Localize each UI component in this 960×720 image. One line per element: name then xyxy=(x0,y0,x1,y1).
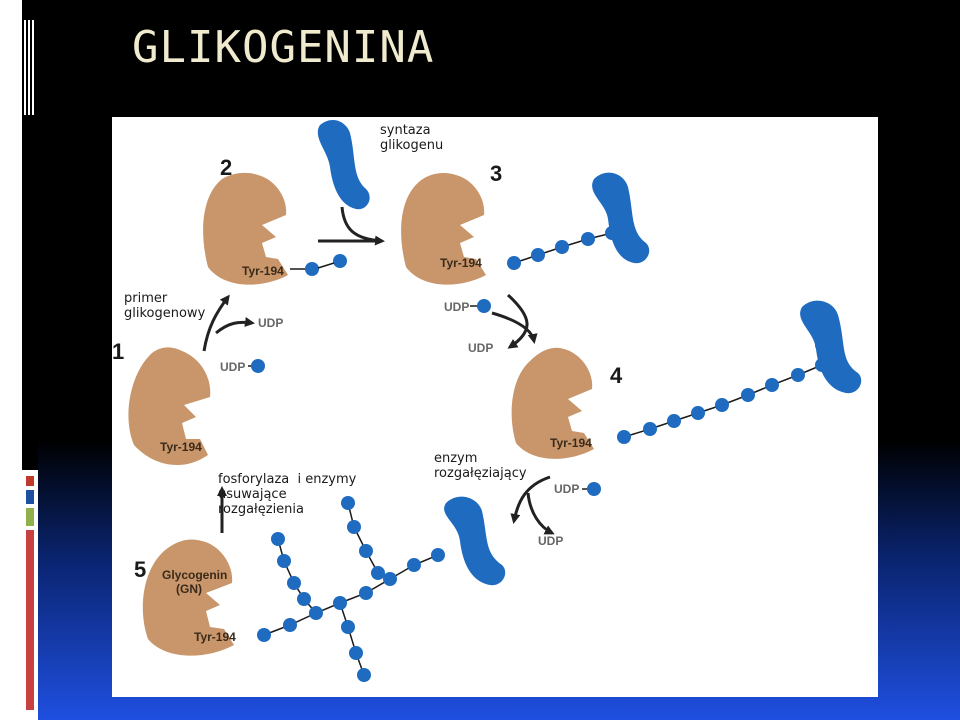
glucose-4g xyxy=(765,378,779,392)
tyr-label-3: Tyr-194 xyxy=(440,256,482,270)
diagram-panel: Tyr-194 1 Tyr-194 2 Tyr-194 3 UDP UDP xyxy=(112,117,878,697)
glucose-5-branchB-2 xyxy=(347,520,361,534)
udp-label-1a: UDP xyxy=(220,360,245,374)
glucose-3b xyxy=(531,248,545,262)
glucose-5-main-8 xyxy=(431,548,445,562)
glucose-4d xyxy=(691,406,705,420)
glycogenin-label-line1: Glycogenin xyxy=(162,568,227,582)
glucose-5-main-2 xyxy=(283,618,297,632)
glucose-4f xyxy=(741,388,755,402)
glucose-4a xyxy=(617,430,631,444)
glucose-4h xyxy=(791,368,805,382)
arrow-1-to-2 xyxy=(202,294,230,352)
label-glycogen-synthase: syntaza glikogenu xyxy=(380,123,444,153)
glycogen-glucose-units xyxy=(257,496,445,682)
glucose-5-branchA-2 xyxy=(277,554,291,568)
glucose-5-branchC-3 xyxy=(357,668,371,682)
glucose-5-branchB-1 xyxy=(341,496,355,510)
udp-glucose-3 xyxy=(477,299,491,313)
glycogenin-protein-3 xyxy=(401,173,486,285)
glucose-3a xyxy=(507,256,521,270)
glycogenin-protein-2 xyxy=(203,172,288,285)
label-phosphorylase: fosforylaza i enzymy usuwające rozgałęzi… xyxy=(218,472,357,517)
glucose-5-main-6 xyxy=(383,572,397,586)
step-number-4: 4 xyxy=(610,363,623,388)
udp-label-3a: UDP xyxy=(444,300,469,314)
udp-label-4a: UDP xyxy=(554,482,579,496)
tyr-label-1: Tyr-194 xyxy=(160,440,202,454)
step-number-5: 5 xyxy=(134,557,146,582)
glucose-5-main-1 xyxy=(257,628,271,642)
slide-title: GLIKOGENINA xyxy=(132,22,435,73)
tyr-label-5: Tyr-194 xyxy=(194,630,236,644)
step-number-2: 2 xyxy=(220,155,232,180)
glycogenin-protein-5 xyxy=(142,539,234,656)
glucose-5-main-7 xyxy=(407,558,421,572)
step-number-3: 3 xyxy=(490,161,502,186)
glucose-5-branchC-2 xyxy=(349,646,363,660)
glucose-5-branchA-4 xyxy=(297,592,311,606)
glucose-5-branchA-1 xyxy=(271,532,285,546)
glycogen-cycle-diagram: Tyr-194 1 Tyr-194 2 Tyr-194 3 UDP UDP xyxy=(112,119,862,682)
arrow-2-to-3 xyxy=(340,206,385,246)
glucose-5-main-5 xyxy=(359,586,373,600)
synthase-enzyme-top xyxy=(317,119,370,210)
glycogenin-protein-1 xyxy=(128,347,211,466)
udp-label-1b: UDP xyxy=(258,316,283,330)
arrow-4-to-5 xyxy=(510,475,551,524)
glycogenin-protein-4 xyxy=(511,347,594,459)
glucose-5-branchB-4 xyxy=(371,566,385,580)
label-branching-enzyme: enzym rozgałęziający xyxy=(434,451,527,481)
glucose-5-main-3 xyxy=(309,606,323,620)
arrow-3-to-4 xyxy=(506,293,529,349)
glycogenin-label-line2: (GN) xyxy=(176,582,202,596)
glucose-2b xyxy=(333,254,347,268)
glucose-2a xyxy=(305,262,319,276)
glucose-5-main-4 xyxy=(333,596,347,610)
left-decor-band xyxy=(0,0,38,720)
tyr-label-4: Tyr-194 xyxy=(550,436,592,450)
udp-glucose-4 xyxy=(587,482,601,496)
glucose-5-branchB-3 xyxy=(359,544,373,558)
glucose-3c xyxy=(555,240,569,254)
udp-glucose-1 xyxy=(251,359,265,373)
branching-enzyme xyxy=(444,496,506,586)
tyr-label-2: Tyr-194 xyxy=(242,264,284,278)
glucose-3d xyxy=(581,232,595,246)
label-glycogen-primer: primer glikogenowy xyxy=(124,291,206,321)
synthase-enzyme-4 xyxy=(800,300,862,394)
glucose-5-branchA-3 xyxy=(287,576,301,590)
step-number-1: 1 xyxy=(112,339,124,364)
synthase-enzyme-3 xyxy=(592,172,650,264)
udp-label-4b: UDP xyxy=(538,534,563,548)
glucose-4c xyxy=(667,414,681,428)
udp-label-3b: UDP xyxy=(468,341,493,355)
glucose-4b xyxy=(643,422,657,436)
glucose-4e xyxy=(715,398,729,412)
glucose-5-branchC-1 xyxy=(341,620,355,634)
